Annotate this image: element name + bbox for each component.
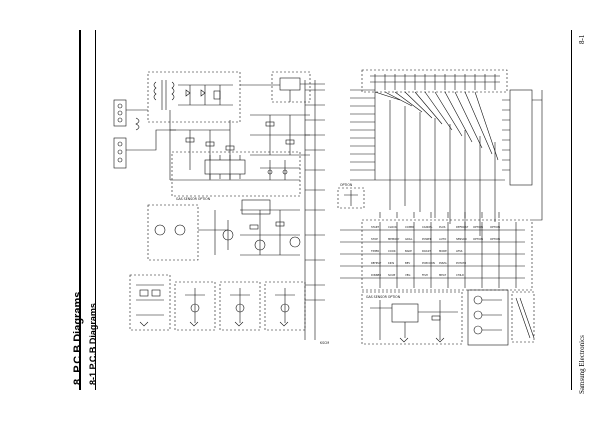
key-label: MORE: [439, 249, 447, 253]
key-label: FISH: [422, 273, 428, 277]
key-label: CLOCK: [388, 225, 397, 229]
gas-sensor-option-label-top: GAS SENSOR OPTION: [176, 197, 211, 201]
key-label: COOK: [388, 249, 396, 253]
key-label: SENSOR: [456, 237, 467, 241]
key-label: DEFROST: [456, 225, 469, 229]
key-label: MEMORY: [388, 237, 400, 241]
key-label: CHILD: [456, 273, 464, 277]
section-title: 8. P.C.B Diagrams: [72, 291, 84, 385]
key-label: SOUP: [388, 273, 396, 277]
subsection-title: 8-1 P.C.B Diagrams: [88, 303, 98, 385]
kscm-label: KSCM: [320, 341, 329, 345]
key-label: PLUS: [439, 225, 446, 229]
key-label: VEG: [405, 273, 410, 277]
key-label: KIDS: [388, 261, 394, 265]
circuit-schematic: GAS SENSOR OPTION GAS SENSOR OPTION OPTI…: [113, 69, 543, 346]
right-margin-rule: [571, 30, 572, 390]
key-label: LESS: [456, 249, 463, 253]
key-label: ROAST: [422, 249, 431, 253]
option-label: OPTION: [340, 183, 353, 187]
gas-sensor-option-label-bottom: GAS SENSOR OPTION: [366, 295, 401, 299]
key-label: STOP: [371, 237, 378, 241]
key-label: BAKE: [405, 249, 412, 253]
key-label: COMBI: [405, 225, 414, 229]
key-label: START: [371, 225, 379, 229]
key-label: MEAT: [439, 273, 446, 277]
key-label: DINNER: [371, 273, 381, 277]
key-label: TIMER: [371, 249, 379, 253]
key-label: GRILL: [405, 237, 413, 241]
key-label: POTATO: [456, 261, 466, 265]
key-label: POPCORN: [422, 261, 435, 265]
key-label: REHEAT: [371, 261, 382, 265]
key-label: CANCEL: [422, 225, 433, 229]
footer-brand: Samsung Electronics: [578, 335, 586, 394]
heading-rule-thick: [79, 30, 81, 390]
key-matrix-labels: START CLOCK COMBI CANCEL PLUS DEFROST OPTION OP…: [371, 225, 500, 277]
key-label: BEV: [405, 261, 410, 265]
key-label: POWER: [422, 237, 432, 241]
key-label: OPTION: [490, 237, 500, 241]
key-label: OPTION: [473, 237, 483, 241]
key-label: OPTION: [473, 225, 483, 229]
key-label: PIZZA: [439, 261, 447, 265]
page-number: 8-1: [578, 34, 586, 44]
key-label: AUTO: [439, 237, 446, 241]
heading-rule-thin: [95, 30, 96, 390]
key-label: OPTION: [490, 225, 500, 229]
